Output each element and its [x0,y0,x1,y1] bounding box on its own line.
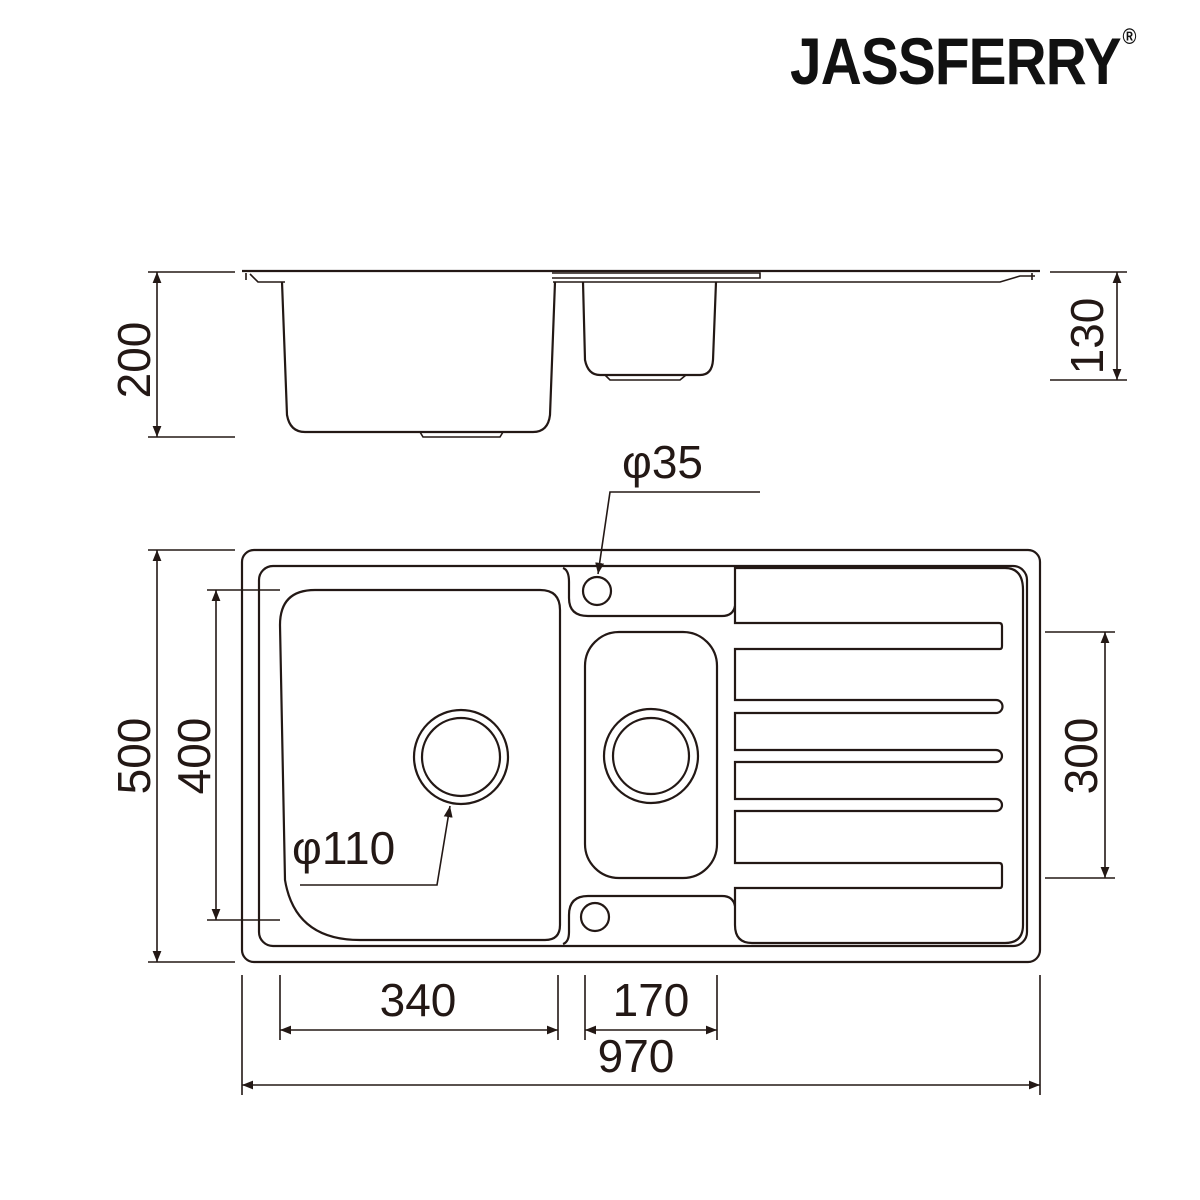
dim-340: 340 [380,974,457,1026]
dim-970: 970 [598,1030,675,1082]
dim-130: 130 [1061,298,1113,375]
brand-logo: JASSFERRY® [790,24,1136,98]
tap-hole-alt [579,901,611,933]
tap-hole [581,575,613,607]
dim-200: 200 [108,322,160,399]
waste-label: φ110 [292,822,395,874]
tap-hole-label: φ35 [622,436,703,488]
dim-500: 500 [108,718,160,795]
dim-400: 400 [168,718,220,795]
small-waste [602,707,700,805]
main-waste [412,708,510,806]
main-bowl [278,588,562,942]
drainer [733,566,1025,945]
top-view: 500 400 300 340 170 970 φ35 φ110 [108,436,1115,1095]
dim-300: 300 [1055,718,1107,795]
small-bowl [583,630,719,880]
side-view: 200 130 [108,269,1127,438]
dim-170: 170 [613,974,690,1026]
